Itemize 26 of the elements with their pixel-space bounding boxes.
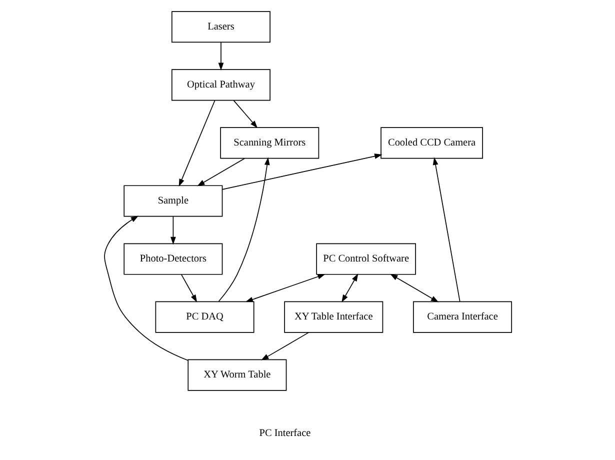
arrow (178, 100, 215, 187)
label: PC Interface (258, 428, 310, 439)
arrow (390, 274, 438, 302)
arrow (218, 157, 270, 302)
arrow (232, 100, 258, 128)
node-box: PC Control Software (316, 243, 416, 275)
node-box: Camera Interface (412, 301, 512, 333)
arrow (244, 274, 325, 302)
arrow (221, 154, 382, 190)
arrow (170, 216, 176, 245)
node-box: Optical Pathway (170, 69, 270, 101)
arrow (196, 158, 244, 186)
node-box: Scanning Mirrors (220, 127, 319, 159)
node-box: Photo-Detectors (123, 243, 222, 275)
node-box: Sample (123, 185, 222, 217)
arrow (341, 274, 358, 302)
node-box: XY Table Interface (284, 301, 383, 333)
arrow (260, 332, 308, 360)
node-box: PC DAQ (154, 301, 254, 333)
node-box: Lasers (170, 11, 270, 43)
arrow (104, 216, 188, 361)
arrow (432, 157, 460, 302)
arrow (218, 42, 224, 70)
node-box: Cooled CCD Camera (380, 127, 482, 159)
node-box: XY Worm Table (187, 359, 286, 391)
arrow (180, 274, 197, 302)
